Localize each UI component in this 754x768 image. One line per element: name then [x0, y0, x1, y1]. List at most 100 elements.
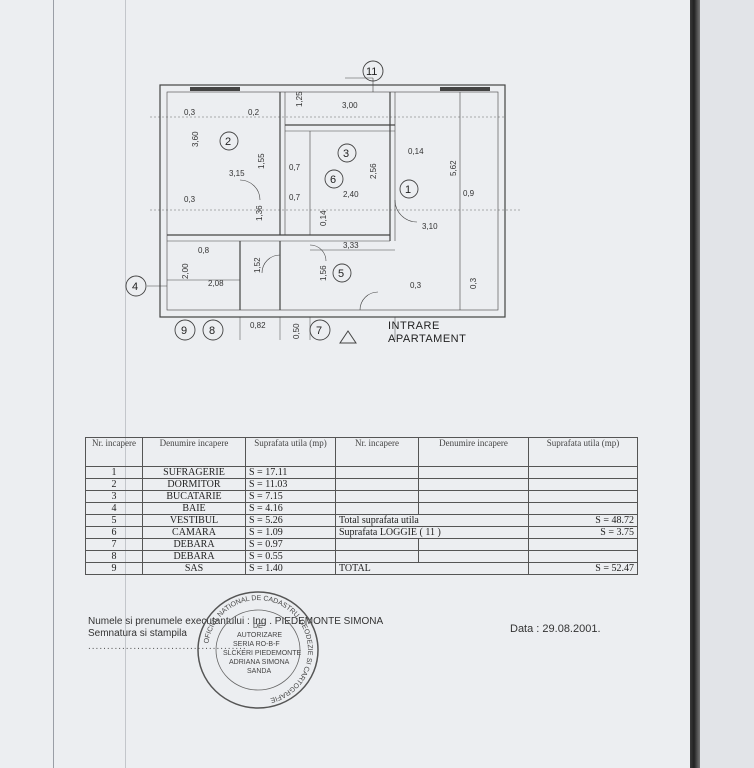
callout-circle	[174, 319, 196, 341]
signature-label: Semnatura si stampila	[88, 628, 187, 639]
document-page	[0, 0, 700, 768]
callout-circle	[362, 60, 384, 82]
cell-name: DORMITOR	[142, 478, 246, 491]
callout-number: 4	[132, 281, 138, 293]
cell-nr: 2	[85, 478, 143, 491]
cell-area: S = 1.09	[245, 526, 336, 539]
cell-name: VESTIBUL	[142, 514, 246, 527]
callout-number: 7	[316, 325, 322, 337]
dim-label: 0,50	[292, 323, 301, 339]
cell-name: SAS	[142, 562, 246, 575]
total-value: S = 52.47	[528, 562, 638, 575]
dim-label: 0,3	[184, 195, 196, 204]
table-row: 7 DEBARA S = 0.97	[85, 538, 638, 551]
stamp-line: ADRIANA SIMONA	[229, 659, 290, 666]
room-number-circle	[337, 143, 357, 163]
cell-area: S = 11.03	[245, 478, 336, 491]
cell-empty	[335, 490, 419, 503]
dim-label: 2,00	[181, 263, 190, 279]
cell-area: S = 4.16	[245, 502, 336, 515]
cell-nr: 6	[85, 526, 143, 539]
room-number: 5	[338, 268, 344, 280]
header-area-2: Suprafata utila (mp)	[528, 437, 638, 467]
table-row: 9 SAS S = 1.40 TOTAL S = 52.47	[85, 562, 638, 575]
dim-label: 0,2	[248, 108, 260, 117]
cell-empty	[528, 538, 638, 551]
stamp-inner-ring	[215, 609, 301, 691]
room-area-table: Nr. incapere Denumire incapere Suprafata…	[85, 437, 638, 575]
outer-wall	[159, 84, 506, 318]
total-util-value: S = 48.72	[528, 514, 638, 527]
table-row: 6 CAMARA S = 1.09 Suprafata LOGGIE ( 11 …	[85, 526, 638, 539]
door-swing	[359, 291, 379, 311]
stamp-outer-ring	[197, 591, 319, 709]
cell-nr: 8	[85, 550, 143, 563]
cell-empty	[418, 538, 529, 551]
cell-empty	[335, 478, 419, 491]
stamp-line: DE	[253, 623, 263, 630]
cell-area: S = 0.97	[245, 538, 336, 551]
background-surface	[700, 0, 754, 768]
cell-empty	[528, 466, 638, 479]
table-row: 4 BAIE S = 4.16	[85, 502, 638, 515]
room-number-circle	[332, 263, 352, 283]
dim-label: 3,10	[422, 222, 438, 231]
dim-label: 0,8	[198, 246, 210, 255]
cell-name: BUCATARIE	[142, 490, 246, 503]
room-number-circle	[324, 169, 344, 189]
floor-plan: 3,00 1,25 3,60 0,3 0,2 1,55 3,15 0,3 1,3…	[125, 60, 520, 344]
table-header-row: Nr. incapere Denumire incapere Suprafata…	[85, 437, 638, 467]
cell-nr: 1	[85, 466, 143, 479]
dim-label: 1,55	[257, 153, 266, 169]
dim-label: 0,9	[463, 189, 475, 198]
inner-wall	[166, 91, 499, 311]
door-swing	[261, 254, 281, 274]
dim-label: 3,00	[342, 101, 358, 110]
cell-nr: 4	[85, 502, 143, 515]
table-row: 2 DORMITOR S = 11.03	[85, 478, 638, 491]
cell-empty	[335, 538, 419, 551]
entrance-marker-icon	[339, 330, 357, 344]
table-row: 5 VESTIBUL S = 5.26 Total suprafata util…	[85, 514, 638, 527]
header-name: Denumire incapere	[142, 437, 246, 467]
cell-empty	[528, 478, 638, 491]
cell-empty	[528, 550, 638, 563]
dim-label: 2,56	[369, 163, 378, 179]
dim-label: 0,3	[184, 108, 196, 117]
cell-name: CAMARA	[142, 526, 246, 539]
cell-name: SUFRAGERIE	[142, 466, 246, 479]
header-name-2: Denumire incapere	[418, 437, 529, 467]
total-label: TOTAL	[335, 562, 529, 575]
dim-label: 5,62	[449, 160, 458, 176]
document-date: Data : 29.08.2001.	[510, 623, 601, 635]
cell-empty	[418, 502, 529, 515]
room-number: 6	[330, 174, 336, 186]
stamp-line: AUTORIZARE	[237, 632, 282, 639]
dim-label: 0,7	[289, 193, 301, 202]
dim-label: 0,82	[250, 321, 266, 330]
entrance-label: INTRARE APARTAMENT	[388, 320, 466, 346]
dim-label: 3,15	[229, 169, 245, 178]
cell-empty	[528, 502, 638, 515]
dim-label: 2,40	[343, 190, 359, 199]
cell-name: DEBARA	[142, 550, 246, 563]
door-swing	[309, 244, 327, 262]
dim-label: 0,7	[289, 163, 301, 172]
stamp-line: SERIA RO-B-F	[233, 641, 280, 648]
cell-nr: 3	[85, 490, 143, 503]
room-number: 2	[225, 136, 231, 148]
paper-edge-shadow	[690, 0, 700, 768]
dim-label: 1,52	[253, 257, 262, 273]
loggie-label: Suprafata LOGGIE ( 11 )	[335, 526, 529, 539]
cell-nr: 7	[85, 538, 143, 551]
signature-dots: ........................................…	[88, 641, 247, 652]
callout-number: 9	[181, 325, 187, 337]
cell-area: S = 5.26	[245, 514, 336, 527]
callout-circle	[125, 275, 147, 297]
dim-label: 3,60	[191, 131, 200, 147]
cell-area: S = 0.55	[245, 550, 336, 563]
dim-label: 3,33	[343, 241, 359, 250]
dim-label: 1,36	[255, 205, 264, 221]
cell-empty	[418, 550, 529, 563]
door-swing	[239, 179, 261, 201]
